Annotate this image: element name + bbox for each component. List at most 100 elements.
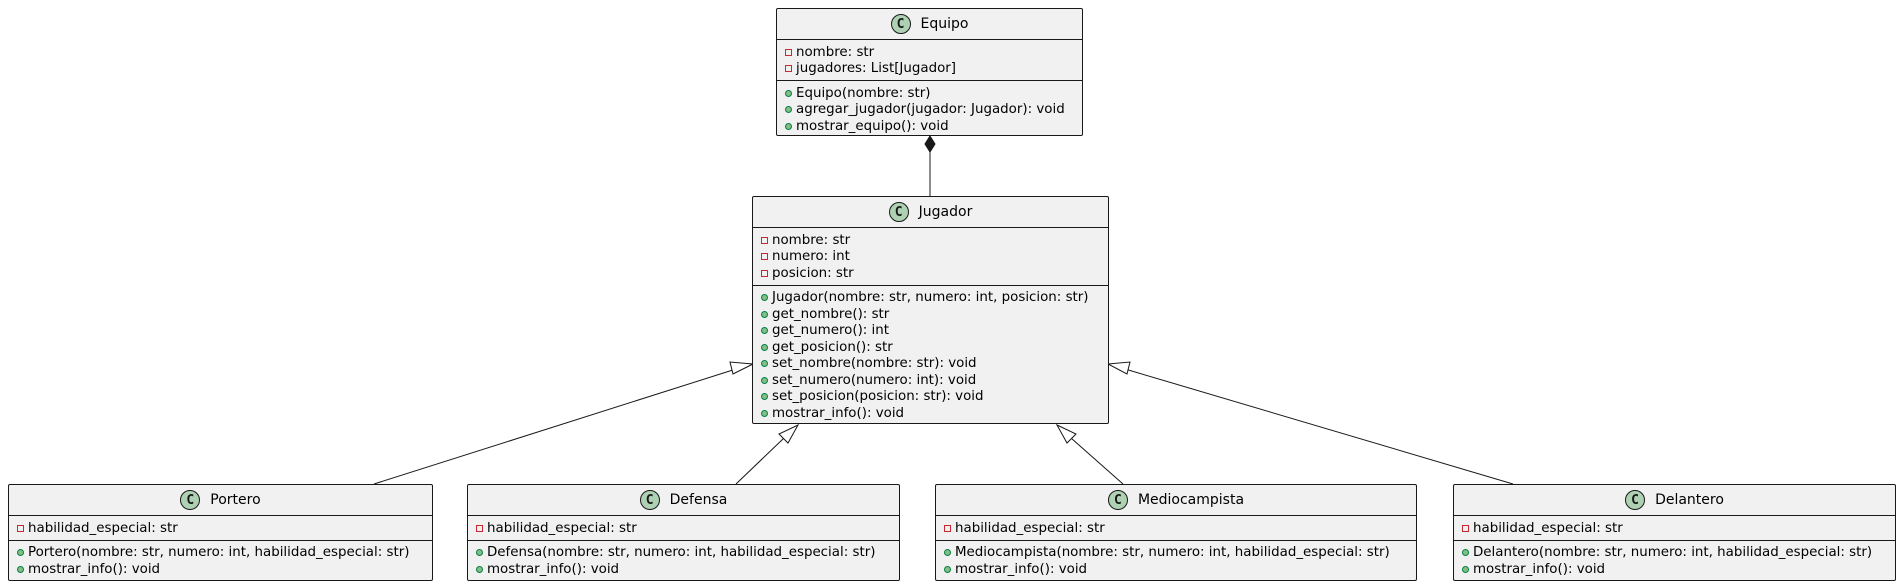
- method-row: Mediocampista(nombre: str, numero: int, …: [944, 545, 1410, 562]
- public-method-icon: [944, 549, 951, 557]
- public-method-icon: [1462, 549, 1469, 557]
- private-field-icon: [17, 524, 24, 532]
- class-defensa: C Defensa habilidad_especial: str Defens…: [467, 484, 900, 581]
- class-header: C Jugador: [753, 197, 1108, 228]
- public-method-icon: [785, 122, 792, 130]
- method-row: mostrar_info(): void: [944, 561, 1410, 578]
- inheritance-arrow-mediocampista: [1055, 423, 1077, 444]
- public-method-icon: [17, 549, 24, 557]
- attributes-section: habilidad_especial: str: [1454, 516, 1895, 540]
- method-row: mostrar_info(): void: [476, 561, 893, 578]
- public-method-icon: [761, 310, 768, 318]
- class-name: Mediocampista: [1137, 492, 1245, 508]
- inheritance-line-portero: [373, 368, 737, 485]
- private-field-icon: [761, 236, 768, 244]
- public-method-icon: [761, 360, 768, 368]
- public-method-icon: [761, 343, 768, 351]
- method-row: get_posicion(): str: [761, 339, 1102, 356]
- class-header: C Mediocampista: [936, 485, 1416, 516]
- attributes-section: habilidad_especial: str: [468, 516, 899, 540]
- class-equipo: C Equipo nombre: str jugadores: List[Jug…: [776, 8, 1083, 136]
- inheritance-line-mediocampista: [1070, 437, 1124, 485]
- method-row: mostrar_info(): void: [1462, 561, 1889, 578]
- method-row: Jugador(nombre: str, numero: int, posici…: [761, 290, 1102, 307]
- public-method-icon: [761, 294, 768, 302]
- public-method-icon: [476, 549, 483, 557]
- method-row: Equipo(nombre: str): [785, 85, 1076, 102]
- class-delantero: C Delantero habilidad_especial: str Dela…: [1453, 484, 1896, 581]
- private-field-icon: [476, 524, 483, 532]
- inheritance-line-defensa: [735, 437, 785, 485]
- public-method-icon: [761, 327, 768, 335]
- class-name: Portero: [210, 492, 261, 508]
- attribute-row: nombre: str: [761, 232, 1102, 249]
- attribute-row: habilidad_especial: str: [476, 520, 893, 537]
- public-method-icon: [476, 565, 483, 573]
- public-method-icon: [761, 409, 768, 417]
- class-name: Jugador: [918, 204, 973, 220]
- composition-diamond: [924, 135, 936, 153]
- attributes-section: habilidad_especial: str: [936, 516, 1416, 540]
- class-c-icon: C: [1107, 490, 1128, 510]
- class-c-icon: C: [890, 14, 911, 34]
- attribute-row: habilidad_especial: str: [17, 520, 426, 537]
- public-method-icon: [944, 565, 951, 573]
- class-header: C Portero: [9, 485, 432, 516]
- class-c-icon: C: [639, 490, 660, 510]
- inheritance-arrow-delantero: [1106, 361, 1131, 375]
- inheritance-arrow-portero: [729, 361, 755, 375]
- class-name: Equipo: [920, 16, 969, 32]
- private-field-icon: [785, 48, 792, 56]
- public-method-icon: [761, 376, 768, 384]
- method-row: agregar_jugador(jugador: Jugador): void: [785, 102, 1076, 119]
- methods-section: Portero(nombre: str, numero: int, habili…: [9, 539, 432, 581]
- method-row: set_numero(numero: int): void: [761, 372, 1102, 389]
- methods-section: Mediocampista(nombre: str, numero: int, …: [936, 539, 1416, 581]
- inheritance-arrow-defensa: [778, 423, 800, 444]
- method-row: Delantero(nombre: str, numero: int, habi…: [1462, 545, 1889, 562]
- method-row: Defensa(nombre: str, numero: int, habili…: [476, 545, 893, 562]
- attributes-section: nombre: str jugadores: List[Jugador]: [777, 40, 1082, 80]
- inheritance-line-delantero: [1124, 368, 1514, 485]
- class-jugador: C Jugador nombre: str numero: int posici…: [752, 196, 1109, 424]
- methods-section: Defensa(nombre: str, numero: int, habili…: [468, 539, 899, 581]
- class-c-icon: C: [1625, 490, 1646, 510]
- method-row: mostrar_info(): void: [17, 561, 426, 578]
- private-field-icon: [944, 524, 951, 532]
- class-name: Defensa: [669, 492, 728, 508]
- class-header: C Delantero: [1454, 485, 1895, 516]
- public-method-icon: [785, 106, 792, 114]
- methods-section: Delantero(nombre: str, numero: int, habi…: [1454, 539, 1895, 581]
- private-field-icon: [1462, 524, 1469, 532]
- public-method-icon: [1462, 565, 1469, 573]
- attribute-row: jugadores: List[Jugador]: [785, 61, 1076, 78]
- method-row: mostrar_equipo(): void: [785, 118, 1076, 135]
- public-method-icon: [17, 565, 24, 573]
- attribute-row: numero: int: [761, 249, 1102, 266]
- attributes-section: habilidad_especial: str: [9, 516, 432, 540]
- class-portero: C Portero habilidad_especial: str Porter…: [8, 484, 433, 581]
- attribute-row: posicion: str: [761, 265, 1102, 282]
- class-mediocampista: C Mediocampista habilidad_especial: str …: [935, 484, 1417, 581]
- method-row: Portero(nombre: str, numero: int, habili…: [17, 545, 426, 562]
- method-row: set_posicion(posicion: str): void: [761, 389, 1102, 406]
- method-row: mostrar_info(): void: [761, 405, 1102, 422]
- public-method-icon: [761, 393, 768, 401]
- class-header: C Defensa: [468, 485, 899, 516]
- method-row: set_nombre(nombre: str): void: [761, 356, 1102, 373]
- methods-section: Jugador(nombre: str, numero: int, posici…: [753, 284, 1108, 425]
- class-c-icon: C: [180, 490, 201, 510]
- attribute-row: nombre: str: [785, 44, 1076, 61]
- private-field-icon: [785, 65, 792, 73]
- public-method-icon: [785, 89, 792, 97]
- private-field-icon: [761, 269, 768, 277]
- attribute-row: habilidad_especial: str: [944, 520, 1410, 537]
- attribute-row: habilidad_especial: str: [1462, 520, 1889, 537]
- method-row: get_numero(): int: [761, 323, 1102, 340]
- methods-section: Equipo(nombre: str) agregar_jugador(juga…: [777, 80, 1082, 138]
- class-c-icon: C: [888, 202, 909, 222]
- class-name: Delantero: [1655, 492, 1724, 508]
- class-header: C Equipo: [777, 9, 1082, 40]
- method-row: get_nombre(): str: [761, 306, 1102, 323]
